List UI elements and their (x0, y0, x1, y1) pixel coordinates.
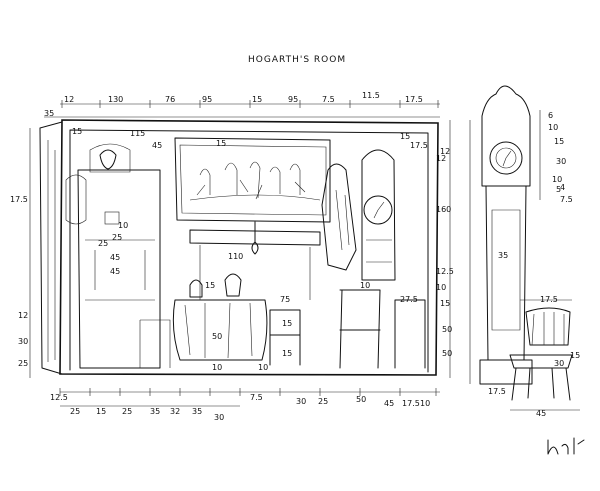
inner-dim: 50 (212, 332, 223, 341)
signature-text: Bn (552, 470, 554, 471)
clock-dim: 10 (548, 123, 559, 132)
windsor-chair (509, 299, 580, 411)
top-dim: 17.5 (405, 95, 423, 104)
hanging-coat (321, 163, 357, 271)
top-dim: 76 (165, 95, 176, 104)
top-dim: 130 (108, 95, 124, 104)
inner-dim: 160 (436, 205, 452, 214)
bottom-dim: 25 (318, 397, 329, 406)
grandfather-clock (469, 85, 541, 385)
inner-dim: 27.5 (400, 295, 418, 304)
clock-dim: 30 (556, 157, 567, 166)
clock-dim: 15 (554, 137, 565, 146)
drawing-title: HOGARTH'S ROOM (248, 55, 347, 65)
clock-dim: 10 (552, 175, 563, 184)
clock-dim: 35 (498, 251, 509, 260)
left-dim: 12 (18, 311, 29, 320)
inner-dim: 15 (440, 299, 451, 308)
inner-dim: 50 (442, 325, 453, 334)
chair-dim: 15 (570, 351, 581, 360)
inner-dim: 45 (110, 253, 121, 262)
top-dim: 95 (202, 95, 213, 104)
mantel (189, 221, 321, 300)
inner-dim: 15 (282, 349, 293, 358)
bottom-dim: 7.5 (250, 393, 263, 402)
room-outline (39, 119, 439, 376)
painting-figures (189, 161, 321, 201)
bottom-dim: 12.5 (50, 393, 68, 402)
bottom-dim: 35 (192, 407, 203, 416)
inner-dim: 10 (436, 283, 447, 292)
clock-dim: 6 (548, 111, 554, 120)
inner-dim: 10 (118, 221, 129, 230)
bottom-dim: 15 (96, 407, 107, 416)
inner-dim: 75 (280, 295, 291, 304)
clock-dim: 4 (560, 183, 566, 192)
top-dim: 17.5 (410, 141, 428, 150)
left-dim: 17.5 (10, 195, 28, 204)
bottom-dim: 45 (384, 399, 395, 408)
inner-dim: 12.5 (436, 267, 454, 276)
inner-dim: 25 (98, 239, 109, 248)
chair-dim: 17.5 (540, 295, 558, 304)
left-dim: 30 (18, 337, 29, 346)
left-cabinet (65, 143, 161, 369)
clock-dim: 17.5 (488, 387, 506, 396)
inner-dim: 10 (212, 363, 223, 372)
top-dim: 11.5 (362, 91, 380, 100)
top-dim: 12 (64, 95, 75, 104)
inner-dim: 15 (282, 319, 293, 328)
bottom-dim: 25 (122, 407, 133, 416)
signature (547, 437, 585, 455)
bottom-dim: 10 (420, 399, 431, 408)
bottom-dim: 50 (356, 395, 367, 404)
table (172, 273, 268, 361)
inner-dim: 50 (442, 349, 453, 358)
inner-dim: 10 (258, 363, 269, 372)
clock-dim: 5 (556, 185, 562, 194)
bottom-dim: 32 (170, 407, 181, 416)
inner-dim: 45 (110, 267, 121, 276)
top-dim: 15 (400, 132, 411, 141)
bottom-dim: 30 (214, 413, 225, 422)
left-dim: 25 (18, 359, 29, 368)
inner-dim: 25 (112, 233, 123, 242)
top-dim: 115 (130, 129, 146, 138)
top-dim: 45 (152, 141, 163, 150)
top-dim: 15 (216, 139, 227, 148)
top-dim: 7.5 (322, 95, 335, 104)
top-dim: 15 (252, 95, 263, 104)
top-dim: 12 (440, 147, 451, 156)
top-dim: 35 (44, 109, 55, 118)
top-dim: 95 (288, 95, 299, 104)
room-clock (361, 149, 396, 281)
bottom-dim: 17.5 (402, 399, 420, 408)
inner-dim: 10 (360, 281, 371, 290)
chair-dim: 30 (554, 359, 565, 368)
room-chairs (139, 289, 426, 369)
bottom-dim: 25 (70, 407, 81, 416)
clock-dim: 7.5 (560, 195, 573, 204)
inner-dim: 110 (228, 252, 244, 261)
bottom-dim: 30 (296, 397, 307, 406)
inner-dim: 15 (205, 281, 216, 290)
top-dim: 15 (72, 127, 83, 136)
inner-dim: 12 (436, 154, 447, 163)
bottom-dim: 35 (150, 407, 161, 416)
dimension-lines (29, 100, 451, 407)
chair-dim: 45 (536, 409, 547, 418)
